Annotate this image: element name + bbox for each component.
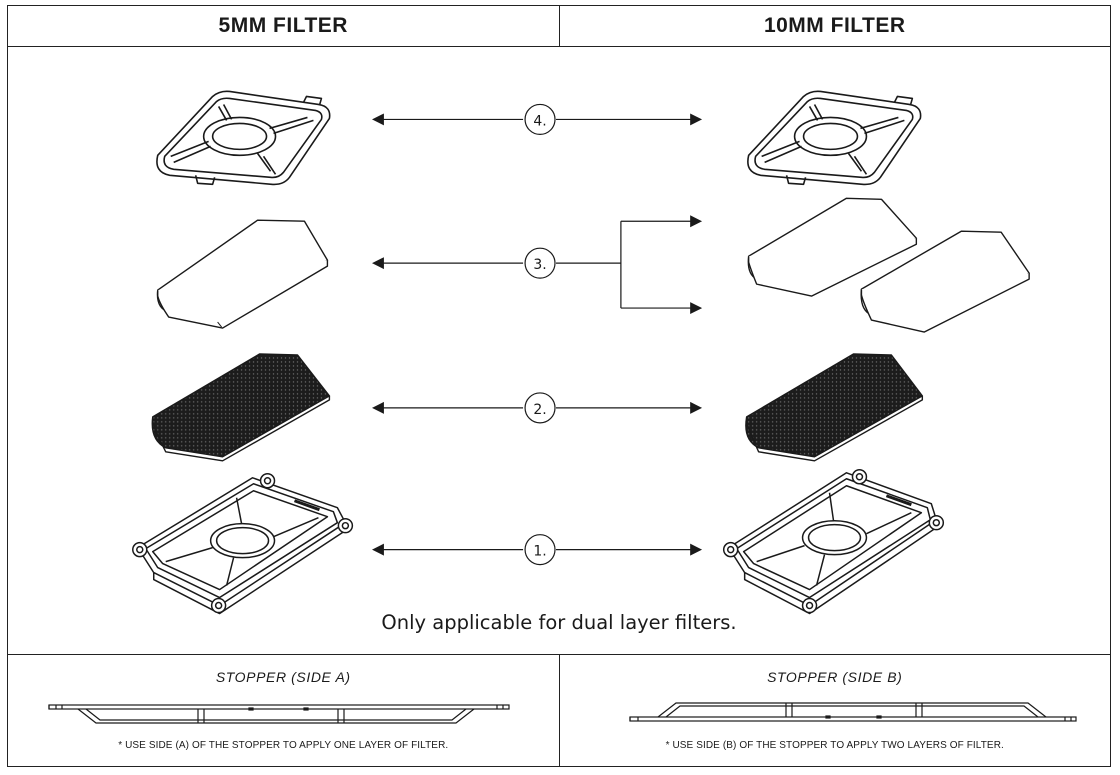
step-label-4: 4. xyxy=(533,113,546,129)
stopper-side-b-title: STOPPER (SIDE B) xyxy=(767,669,903,685)
base-tray-5mm xyxy=(132,473,354,615)
stopper-side-b-note: * USE SIDE (B) OF THE STOPPER TO APPLY T… xyxy=(665,740,1004,751)
arrow-row-2 xyxy=(371,392,703,424)
arrow-row-3 xyxy=(371,215,703,315)
filter-pad-5mm xyxy=(156,219,329,329)
filter-pad-10mm-back xyxy=(860,230,1030,333)
mesh-filter-5mm xyxy=(151,353,331,462)
header-10mm-filter: 10MM FILTER xyxy=(558,6,1111,46)
exploded-diagram: 4. 3. 2. 1. xyxy=(132,90,1030,615)
stopper-side-a-drawing xyxy=(48,704,510,724)
stopper-footer: STOPPER (SIDE A) * USE SIDE (A) OF THE S… xyxy=(8,654,1110,767)
mesh-filter-10mm xyxy=(745,353,924,462)
stopper-side-a-note: * USE SIDE (A) OF THE STOPPER TO APPLY O… xyxy=(118,740,449,751)
stopper-side-b-drawing xyxy=(628,702,1077,722)
header-5mm-filter: 5MM FILTER xyxy=(218,14,348,37)
filter-assembly-sheet: 5MM FILTER 10MM FILTER xyxy=(7,5,1111,767)
step-label-3: 3. xyxy=(533,257,546,273)
top-cover-5mm xyxy=(156,90,331,186)
top-cover-10mm xyxy=(747,90,922,186)
stopper-side-a-panel: STOPPER (SIDE A) * USE SIDE (A) OF THE S… xyxy=(8,655,559,767)
arrow-row-1 xyxy=(371,534,703,566)
dual-layer-note: Only applicable for dual layer filters. xyxy=(381,611,737,634)
stopper-side-b-panel: STOPPER (SIDE B) * USE SIDE (B) OF THE S… xyxy=(558,655,1111,767)
step-label-2: 2. xyxy=(533,402,546,418)
base-tray-10mm xyxy=(722,469,945,615)
filter-pad-10mm-front xyxy=(747,197,918,297)
step-label-1: 1. xyxy=(533,544,546,560)
header-row: 5MM FILTER 10MM FILTER xyxy=(8,6,1110,47)
stopper-side-a-title: STOPPER (SIDE A) xyxy=(215,669,351,685)
arrow-row-4 xyxy=(371,103,703,135)
